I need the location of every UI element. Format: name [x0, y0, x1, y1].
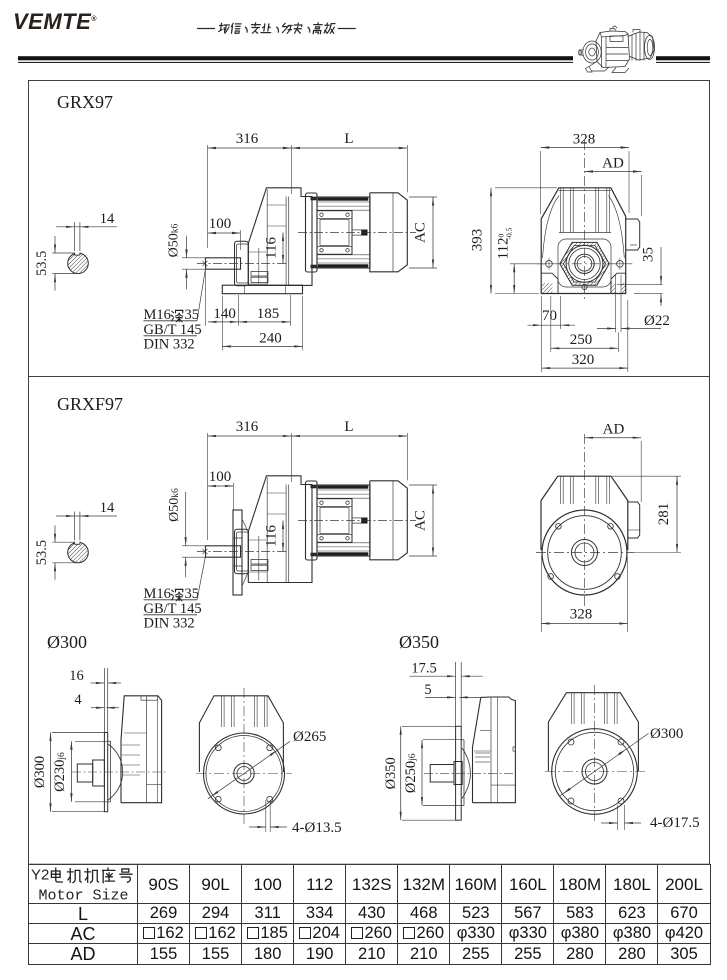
- svg-text:Ø50k6: Ø50k6: [167, 223, 182, 257]
- svg-text:GB/T 145: GB/T 145: [144, 601, 202, 617]
- svg-text:5: 5: [424, 682, 431, 698]
- svg-text:4-Ø17.5: 4-Ø17.5: [650, 815, 700, 831]
- svg-text:100: 100: [209, 469, 232, 485]
- svg-text:185: 185: [257, 306, 280, 322]
- svg-text:Ø50k6: Ø50k6: [167, 488, 182, 522]
- svg-text:35: 35: [185, 307, 200, 323]
- svg-text:L: L: [344, 131, 353, 147]
- svg-text:DIN 332: DIN 332: [144, 616, 195, 632]
- svg-text:116: 116: [264, 237, 280, 259]
- svg-text:AD: AD: [602, 156, 624, 172]
- svg-text:L: L: [344, 419, 353, 435]
- svg-text:GRX97: GRX97: [57, 92, 113, 112]
- svg-text:14: 14: [100, 500, 115, 516]
- svg-text:M16: M16: [144, 307, 171, 323]
- svg-text:100: 100: [209, 216, 232, 232]
- svg-text:53.5: 53.5: [34, 540, 50, 565]
- svg-text:-0.5: -0.5: [505, 227, 514, 239]
- svg-text:240: 240: [259, 330, 282, 346]
- svg-text:GB/T 145: GB/T 145: [144, 322, 202, 338]
- svg-text:Ø300: Ø300: [47, 632, 87, 652]
- svg-text:4-Ø13.5: 4-Ø13.5: [292, 820, 342, 836]
- svg-text:328: 328: [573, 132, 596, 148]
- svg-text:140: 140: [213, 306, 236, 322]
- svg-text:70: 70: [542, 308, 557, 324]
- svg-text:AC: AC: [413, 510, 429, 531]
- svg-text:328: 328: [570, 607, 593, 623]
- svg-text:35: 35: [185, 586, 200, 602]
- svg-text:112: 112: [496, 238, 512, 260]
- svg-text:116: 116: [264, 525, 280, 547]
- svg-text:Ø250j6: Ø250j6: [403, 753, 419, 793]
- svg-text:Motor Size: Motor Size: [38, 888, 128, 905]
- svg-text:53.5: 53.5: [34, 251, 50, 276]
- svg-text:281: 281: [656, 503, 672, 526]
- svg-text:17.5: 17.5: [411, 661, 436, 677]
- svg-text:AC: AC: [413, 222, 429, 243]
- svg-text:AD: AD: [603, 422, 625, 438]
- svg-text:Ø300: Ø300: [650, 726, 683, 742]
- svg-text:Y2: Y2: [31, 867, 49, 884]
- svg-text:16: 16: [69, 668, 84, 684]
- svg-text:4: 4: [74, 692, 82, 708]
- svg-text:DIN 332: DIN 332: [144, 337, 195, 353]
- svg-text:M16: M16: [144, 586, 171, 602]
- svg-text:Ø265: Ø265: [293, 729, 326, 745]
- svg-text:Ø230j6: Ø230j6: [52, 752, 68, 792]
- svg-text:Ø300: Ø300: [32, 756, 48, 788]
- svg-text:320: 320: [572, 352, 595, 368]
- svg-text:0: 0: [497, 234, 506, 238]
- svg-text:Ø350: Ø350: [399, 632, 439, 652]
- svg-text:35: 35: [641, 247, 657, 262]
- svg-text:316: 316: [236, 419, 259, 435]
- svg-text:14: 14: [100, 211, 115, 227]
- svg-text:250: 250: [570, 332, 593, 348]
- svg-text:Ø350: Ø350: [383, 757, 399, 789]
- svg-text:316: 316: [236, 131, 259, 147]
- svg-text:Ø22: Ø22: [644, 313, 670, 329]
- svg-text:GRXF97: GRXF97: [57, 394, 123, 414]
- svg-text:393: 393: [470, 229, 486, 252]
